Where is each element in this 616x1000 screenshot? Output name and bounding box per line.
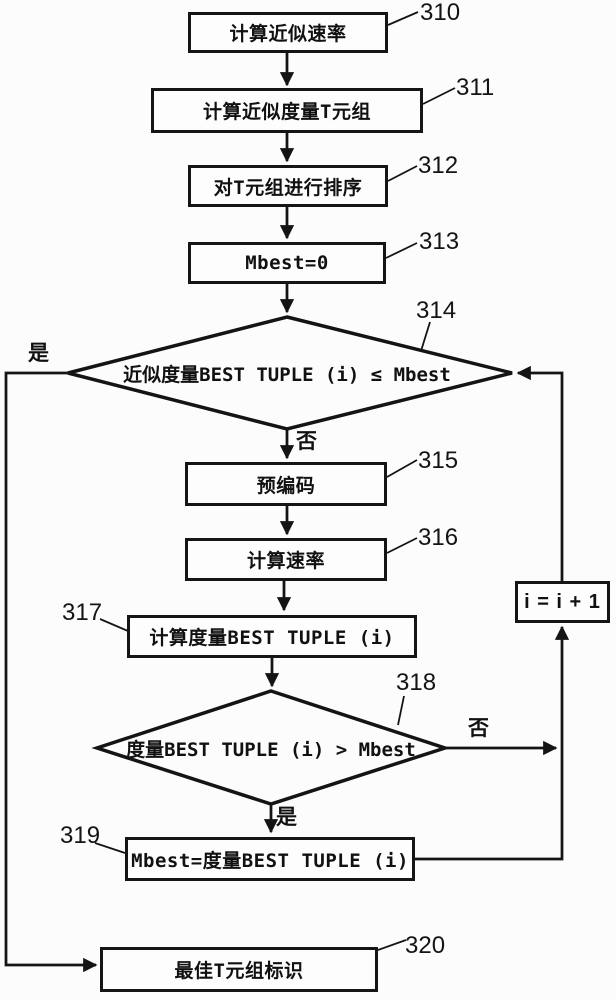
leader-line-314: [420, 321, 431, 352]
leader-line-317: [99, 618, 129, 632]
node-311-text: 计算近似度量T元组: [203, 101, 371, 123]
node-311: 计算近似度量T元组: [151, 88, 423, 133]
diamond-318: [91, 689, 451, 806]
node-317-text: 计算度量BEST TUPLE (i): [149, 627, 395, 649]
node-320: 最佳T元组标识: [100, 947, 378, 992]
arrow-incr-314: [516, 365, 564, 581]
node-312: 对T元组进行排序: [188, 165, 388, 207]
node-increment: i = i + 1: [515, 581, 610, 623]
node-316-text: 计算速率: [246, 550, 325, 572]
node-319-text: Mbest=度量BEST TUPLE (i): [131, 849, 409, 872]
node-319: Mbest=度量BEST TUPLE (i): [125, 837, 415, 881]
leader-line-318: [397, 695, 405, 726]
leader-line-313: [385, 242, 418, 259]
branch-label-318-yes: 是: [276, 805, 297, 829]
ref-label-313: 313: [419, 228, 460, 255]
node-313: Mbest=0: [188, 242, 386, 284]
branch-label-314-no: 否: [296, 429, 317, 453]
ref-label-315: 315: [418, 447, 459, 474]
leader-line-312: [387, 165, 418, 182]
node-315-text: 预编码: [256, 474, 316, 497]
leader-line-310: [387, 11, 419, 26]
node-316: 计算速率: [185, 538, 387, 581]
node-312-text: 对T元组进行排序: [213, 176, 363, 199]
node-314-text: 近似度量BEST TUPLE (i) ≤ Mbest: [123, 363, 451, 386]
ref-label-319: 319: [60, 822, 101, 849]
node-310: 计算近似速率: [188, 12, 388, 53]
leader-line-316: [386, 537, 418, 554]
ref-label-317: 317: [62, 599, 103, 626]
arrow-319-incr: [413, 625, 570, 861]
node-313-text: Mbest=0: [245, 252, 329, 274]
leader-line-311: [422, 87, 456, 105]
node-318-text: 度量BEST TUPLE (i) > Mbest: [126, 738, 416, 761]
ref-label-311: 311: [456, 74, 495, 101]
ref-label-318: 318: [396, 669, 437, 696]
diamond-314: [67, 315, 513, 431]
leader-line-319: [94, 842, 126, 854]
node-310-text: 计算近似速率: [229, 23, 347, 45]
node-315: 预编码: [185, 462, 387, 506]
branch-label-314-yes: 是: [28, 341, 49, 365]
ref-label-314: 314: [416, 297, 457, 324]
node-increment-text: i = i + 1: [524, 590, 601, 613]
node-320-text: 最佳T元组标识: [174, 960, 304, 982]
ref-label-320: 320: [405, 932, 446, 959]
ref-label-312: 312: [418, 152, 459, 179]
ref-label-310: 310: [420, 0, 461, 26]
ref-label-316: 316: [418, 524, 459, 551]
leader-line-315: [386, 459, 418, 478]
branch-label-318-no: 否: [468, 716, 489, 740]
leader-line-320: [377, 939, 407, 951]
arrow-314-320-yes: [4, 371, 98, 973]
node-317: 计算度量BEST TUPLE (i): [127, 615, 417, 658]
